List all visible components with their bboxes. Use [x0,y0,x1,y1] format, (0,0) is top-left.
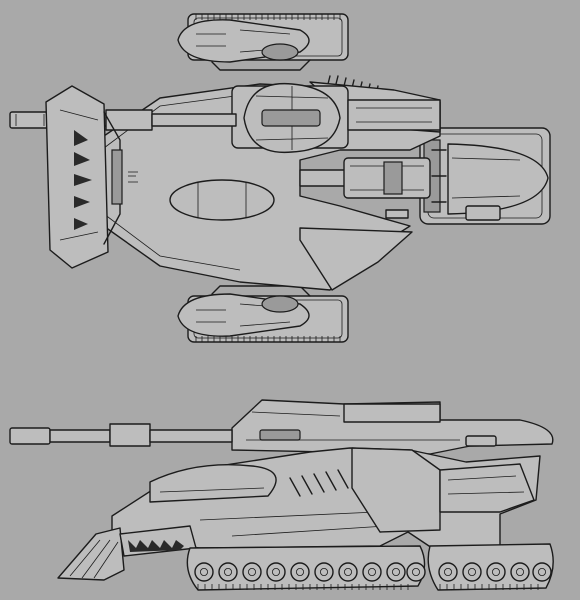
wheel-hub [538,568,547,577]
road-wheel [314,562,334,582]
wheel-hub [516,568,525,577]
road-wheel [242,562,262,582]
road-wheel [290,562,310,582]
top-upper-track-pod [177,13,349,71]
road-wheel [406,562,426,582]
side-upper-superstructure [231,399,554,455]
wheel-hub [443,568,452,577]
side-hull-body [111,447,541,549]
wheel-hub [343,568,352,577]
road-wheel [266,562,286,582]
road-wheel [438,562,458,582]
wheel-hub [223,568,232,577]
top-lower-track-pod [177,285,349,343]
front-track-links [197,584,409,590]
road-wheel [194,562,214,582]
wheel-hub [367,568,376,577]
tank-top-view [9,13,551,343]
road-wheel [218,562,238,582]
wheel-hub [247,568,256,577]
front-road-wheels [194,562,426,582]
side-front-plow [57,525,197,581]
rear-track-links [439,584,539,590]
wheel-hub [467,568,476,577]
upper-track-links [195,14,341,20]
wheel-hub [391,568,400,577]
road-wheel [338,562,358,582]
hull-center-hatch [169,179,275,221]
wheel-hub [199,568,208,577]
road-wheel [462,562,482,582]
wheel-hub [319,568,328,577]
top-main-hull [97,75,441,291]
road-wheel [510,562,530,582]
wheel-hub [271,568,280,577]
top-rear-track-assembly [385,127,551,225]
wheel-hub [491,568,500,577]
top-secondary-gun [299,157,431,199]
rear-road-wheels [438,562,552,582]
lower-track-links [195,336,341,342]
road-wheel [386,562,406,582]
side-front-track [186,545,426,591]
wheel-hub [411,568,420,577]
top-spiked-plow [45,85,123,269]
tank-side-view [9,399,554,591]
side-main-gun [9,423,233,447]
road-wheel [532,562,552,582]
road-wheel [362,562,382,582]
top-main-turret [231,82,441,154]
side-rear-track [427,543,554,591]
side-slat-panel [289,469,349,497]
road-wheel [486,562,506,582]
wheel-hub [295,568,304,577]
